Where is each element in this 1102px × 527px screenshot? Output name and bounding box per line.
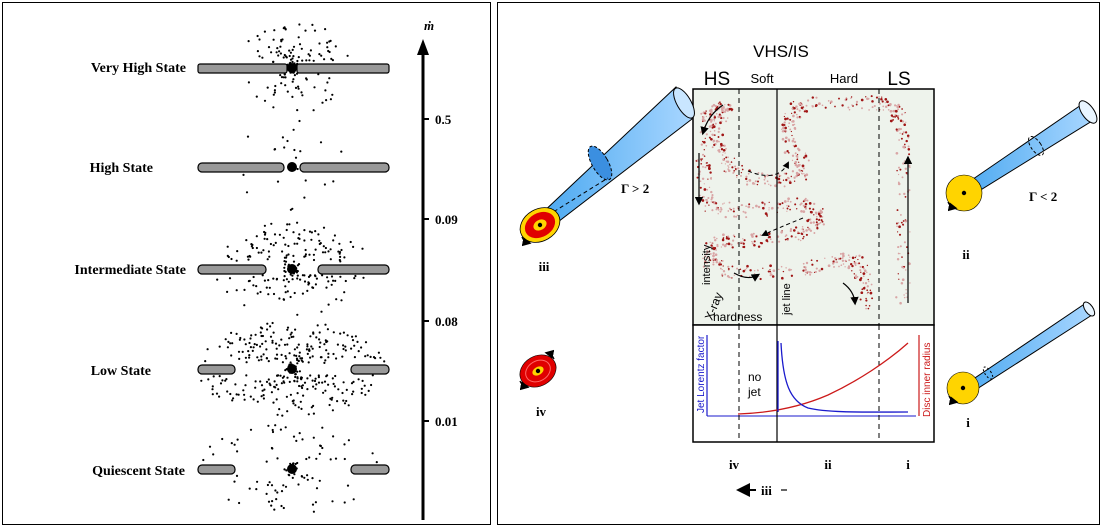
mdot-axis-label: ṁ [424, 18, 434, 33]
disc-very-high [197, 63, 390, 74]
axis-tick-label-0: 0.5 [435, 112, 452, 127]
jet-cone-iii [539, 86, 693, 226]
axis-tick-label-2: 0.08 [435, 314, 458, 329]
side-label-iii: iii [539, 259, 550, 274]
hard-label: Hard [830, 71, 858, 86]
vhs-is-label: VHS/IS [753, 42, 809, 61]
lorentz-axis-label: Jet Lorentz factor [696, 335, 707, 413]
hs-label: HS [704, 69, 730, 90]
lorentz-radius-box: Jet Lorentz factor Disc inner radius no … [692, 324, 935, 443]
bottom-label-iii: iii [761, 483, 772, 498]
jet-model-panel: VHS/IS HS Soft Hard LS X-ray intensity h… [497, 2, 1100, 525]
hardness-label: hardness [713, 310, 762, 324]
accretion-states-panel: ṁ 0.5 0.09 0.08 0.01 Very High State Hig… [2, 2, 491, 525]
track-arrow-descend [842, 282, 859, 306]
state-label-very-high: Very High State [91, 61, 186, 76]
disc-inner-radius-curve [737, 342, 909, 415]
jet-disc-iii: Γ > 2 iii [519, 86, 695, 274]
disc-intermediate [197, 264, 390, 275]
accretion-states-diagram: ṁ 0.5 0.09 0.08 0.01 Very High State Hig… [74, 18, 458, 520]
track-arrow-bottom [733, 272, 761, 282]
bottom-label-ii: ii [824, 457, 832, 472]
jet-cone-i [959, 302, 1093, 397]
state-label-low: Low State [91, 364, 151, 379]
gamma-lt-label: Γ < 2 [1029, 189, 1057, 204]
intensity-label: intensity [701, 244, 713, 285]
ls-label: LS [887, 69, 910, 90]
hardness-intensity-box: X-ray intensity hardness jet line [692, 88, 935, 326]
track-arrow-loop-2 [761, 217, 804, 237]
no-jet-label-1: no [748, 370, 762, 384]
black-hole [287, 464, 297, 474]
black-hole [287, 162, 297, 172]
state-label-intermediate: Intermediate State [74, 263, 186, 278]
state-label-high: High State [90, 161, 153, 176]
axis-tick-label-3: 0.01 [435, 414, 458, 429]
mdot-axis-arrowhead [417, 39, 429, 55]
bottom-label-i: i [906, 457, 910, 472]
bottom-label-iv: iv [729, 457, 740, 472]
disc-quiescent [197, 464, 390, 475]
side-label-iv: iv [536, 404, 547, 419]
gamma-gt-label: Γ > 2 [621, 181, 649, 196]
side-label-i: i [966, 415, 970, 430]
jet-disc-iv: iv [519, 349, 557, 419]
axis-tick-label-1: 0.09 [435, 212, 458, 227]
no-jet-label-2: jet [747, 385, 761, 399]
disc-low [197, 364, 390, 375]
axis-tick-3: 0.01 [423, 414, 458, 429]
state-label-quiescent: Quiescent State [92, 464, 185, 479]
jet-model-diagram: VHS/IS HS Soft Hard LS X-ray intensity h… [519, 42, 1098, 498]
radius-axis-label: Disc inner radius [922, 343, 933, 417]
black-hole [287, 264, 297, 274]
jet-disc-i: i [946, 301, 1096, 430]
black-hole [287, 63, 297, 73]
axis-tick-1: 0.09 [423, 212, 458, 227]
side-label-ii: ii [962, 247, 970, 262]
jet-disc-ii: Γ < 2 ii [945, 100, 1098, 262]
track-scatter [695, 95, 911, 310]
black-hole [287, 364, 297, 374]
lorentz-factor-curve [780, 342, 909, 413]
axis-tick-0: 0.5 [423, 112, 452, 127]
soft-label: Soft [750, 71, 774, 86]
axis-tick-2: 0.08 [423, 314, 458, 329]
track-arrow-top-left [700, 104, 724, 136]
jet-line-label: jet line [781, 283, 793, 316]
disc-high [197, 162, 390, 173]
